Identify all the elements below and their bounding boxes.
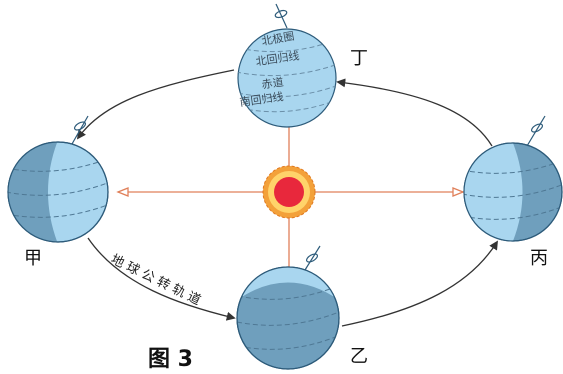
label-ding: 丁 [350,48,368,69]
label-equator: 赤道 [261,75,285,92]
globe-ding: 北极圈 北回归线 赤道 南回归线 [237,3,337,128]
globe-yi [236,245,340,370]
orbit-label: 地球公转轨道 [108,252,206,310]
orbit-arc-yi-to-bing [341,240,498,327]
rotation-axis-icon [71,115,89,145]
label-tropic-of-cancer: 北回归线 [255,48,301,68]
globe-jia [7,115,109,243]
globe-bing [463,115,563,242]
label-yi: 乙 [350,346,368,367]
figure-caption: 图 3 [148,347,193,372]
label-jia: 甲 [24,248,42,269]
label-tropic-of-capricorn: 南回归线 [239,89,285,109]
orbit-arc-ding-to-jia [76,69,235,140]
label-arctic-circle: 北极圈 [260,29,295,49]
sun-disk [274,177,304,207]
sun [262,165,316,219]
orbit-arc-jia-to-yi [87,237,236,321]
rotation-axis-icon [304,245,321,271]
orbit-path [76,69,498,327]
rotation-axis-icon [274,3,288,29]
rotation-axis-icon [526,115,546,147]
label-bing: 丙 [530,248,548,269]
orbit-arc-bing-to-ding [336,78,493,147]
